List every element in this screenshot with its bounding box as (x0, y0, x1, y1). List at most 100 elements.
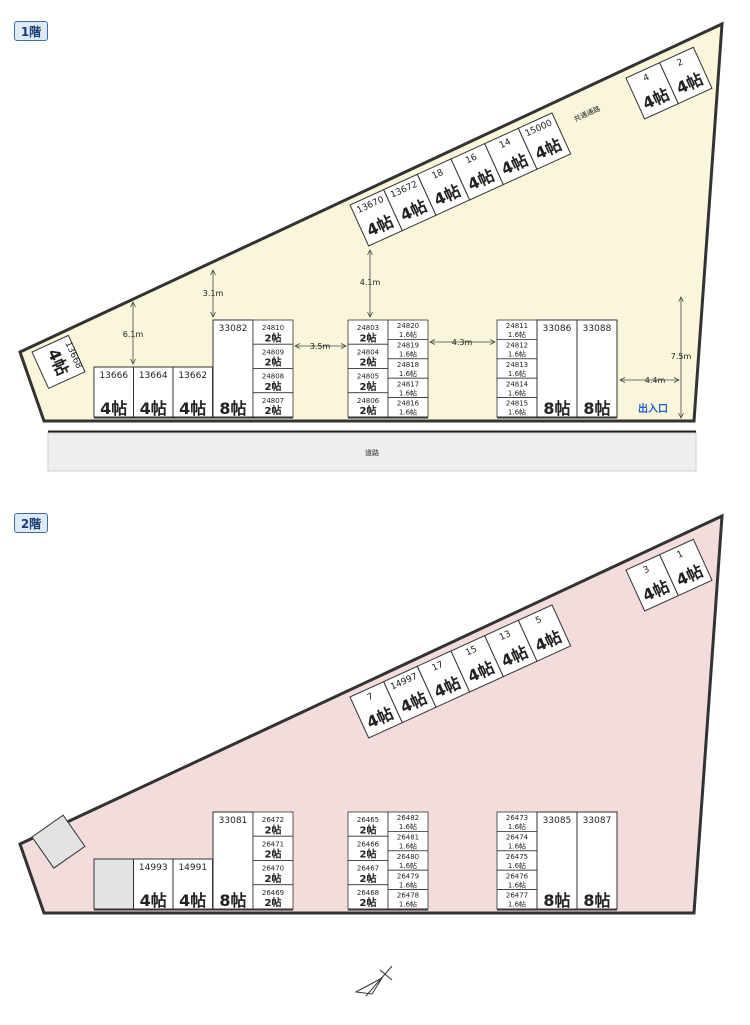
unit-number: 24815 (506, 400, 528, 408)
arrow-head (340, 343, 347, 349)
unit-size: 2帖 (265, 823, 282, 836)
unit-box (31, 334, 86, 390)
unit-box (252, 811, 294, 837)
unit-size: 2帖 (360, 404, 377, 417)
dimension-arrow (130, 301, 136, 365)
unit-box (659, 46, 713, 105)
dimension-arrow (367, 249, 373, 318)
unit-number: 24806 (357, 397, 380, 405)
unit-size: 8帖 (543, 399, 570, 418)
dimension-label: 3.5m (310, 342, 331, 351)
unit-number: 24810 (262, 324, 284, 332)
unit-number: 24809 (262, 348, 284, 356)
unit-number: 26475 (506, 853, 528, 861)
unit-size: 1.6帖 (508, 330, 526, 339)
unit-size: 1.6帖 (508, 369, 526, 378)
unit-box (347, 884, 389, 910)
unit-number: 26479 (397, 872, 419, 880)
road (47, 432, 697, 472)
unit-number: 24805 (357, 373, 379, 381)
unit-size: 1.6帖 (399, 822, 417, 831)
unit-box (347, 835, 389, 861)
unit-size: 4帖 (179, 891, 206, 910)
unit-box (252, 319, 294, 345)
unit-box (252, 860, 294, 886)
unit-box (212, 811, 254, 910)
unit-number: 24814 (506, 380, 529, 388)
unit-size: 1.6帖 (508, 388, 526, 397)
dimension-arrow (619, 377, 680, 383)
unit-box (252, 392, 294, 418)
unit-number: 26477 (506, 892, 528, 900)
unit-box (172, 858, 213, 910)
unit-size: 1.6帖 (399, 369, 417, 378)
unit-size: 2帖 (265, 872, 282, 885)
compass-arrow (354, 976, 384, 995)
unit-size: 4帖 (140, 891, 167, 910)
unit-size: 1.6帖 (399, 841, 417, 850)
unit-number: 33085 (543, 816, 572, 826)
unit-number: 24820 (397, 322, 419, 330)
floor2-badge: 2階 (14, 513, 48, 533)
storage-unit: 44帖 (625, 61, 679, 120)
unit-box (212, 319, 254, 418)
unit-box (576, 811, 618, 910)
dimension-label: 4.3m (452, 338, 473, 347)
storage-unit: 14991 4帖 (172, 858, 213, 910)
unit-box (517, 604, 572, 662)
unit-size: 1.6帖 (399, 880, 417, 889)
unit-number: 5 (534, 615, 543, 626)
unit-box (347, 343, 389, 369)
storage-unit: 14993 4帖 (133, 858, 174, 910)
unit-number: 26481 (397, 834, 419, 842)
unit-number: 24818 (397, 361, 419, 369)
unit-number: 26472 (262, 816, 284, 824)
unit-box (347, 368, 389, 394)
storage-unit: 74帖 (349, 680, 403, 739)
unit-number: 24808 (262, 373, 284, 381)
unit-size: 2帖 (360, 823, 377, 836)
unit-box (172, 366, 213, 418)
compass-line (379, 969, 393, 981)
unit-size: 1.6帖 (508, 861, 526, 870)
floor1-plan: 136704帖136724帖184帖164帖144帖150004帖44帖24帖4… (18, 21, 724, 472)
dimension-label: 7.5m (671, 352, 692, 361)
unit-size: 2帖 (265, 380, 282, 393)
unit-size: 1.6帖 (508, 900, 526, 909)
unit-size: 4帖 (179, 399, 206, 418)
unit-number: 24816 (397, 400, 420, 408)
unit-number: 13664 (139, 371, 168, 381)
unit-number: 24813 (506, 361, 528, 369)
unit-number: 14991 (178, 863, 207, 873)
arrow-head (673, 377, 680, 383)
unit-size: 4帖 (100, 399, 127, 418)
road-label: 道路 (365, 448, 379, 457)
unit-size: 8帖 (583, 891, 610, 910)
storage-unit: 14帖 (659, 538, 713, 597)
unit-number: 24804 (357, 348, 380, 356)
unit-box (347, 811, 389, 837)
unit-number: 14993 (139, 863, 168, 873)
unit-size: 8帖 (543, 891, 570, 910)
unit-size: 1.6帖 (399, 330, 417, 339)
